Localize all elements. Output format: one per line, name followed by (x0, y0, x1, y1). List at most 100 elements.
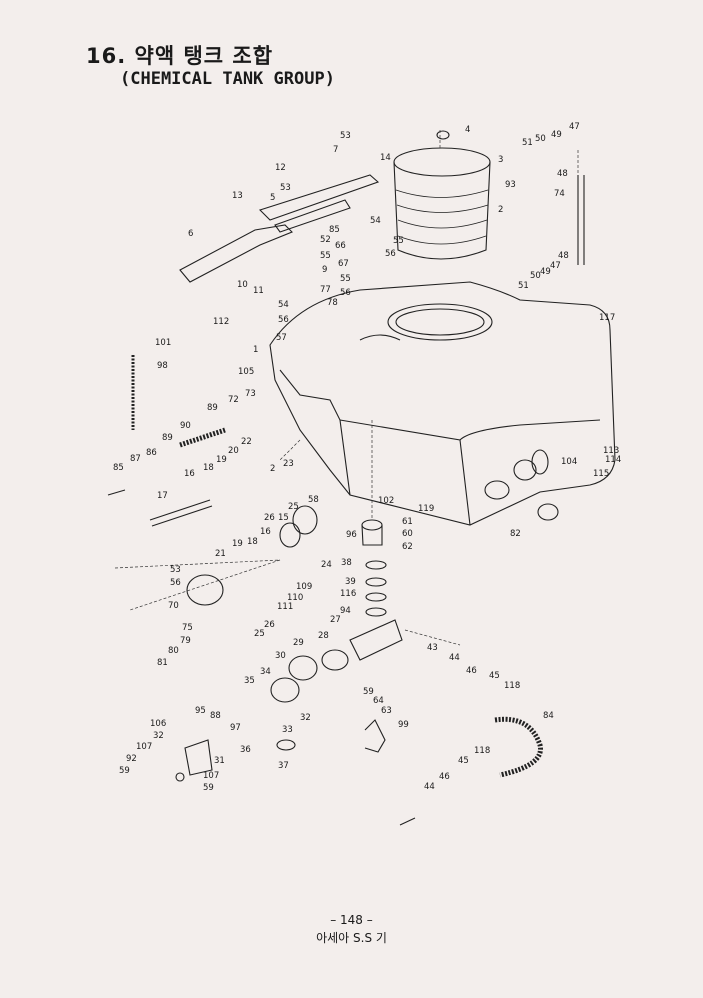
pipe-74 (577, 175, 585, 265)
part-callout-67: 67 (338, 259, 349, 269)
part-callout-106: 106 (150, 719, 166, 729)
bracket-rail (179, 224, 293, 283)
part-callout-32b: 32 (153, 731, 164, 741)
part-callout-50b: 50 (530, 271, 541, 281)
part-callout-117: 117 (599, 313, 615, 323)
part-callout-23: 23 (283, 459, 294, 469)
part-callout-78: 78 (327, 298, 338, 308)
part-callout-94: 94 (340, 606, 351, 616)
part-callout-55c: 55 (340, 274, 351, 284)
part-callout-114: 114 (605, 455, 621, 465)
part-callout-25b: 25 (254, 629, 265, 639)
part-callout-59b: 59 (119, 766, 130, 776)
part-callout-101: 101 (155, 338, 171, 348)
part-callout-18a: 18 (203, 463, 214, 473)
part-callout-84: 84 (543, 711, 554, 721)
part-callout-44b: 44 (424, 782, 435, 792)
part-callout-26b: 26 (264, 620, 275, 630)
part-callout-29: 29 (293, 638, 304, 648)
part-callout-118a: 118 (504, 681, 520, 691)
part-callout-109: 109 (296, 582, 312, 592)
part-callout-2b: 2 (270, 464, 275, 474)
part-callout-47b: 47 (550, 261, 561, 271)
part-callout-89b: 89 (162, 433, 173, 443)
part-callout-77: 77 (320, 285, 331, 295)
part-callout-47a: 47 (569, 122, 580, 132)
part-callout-54b: 54 (278, 300, 289, 310)
chemical-tank-body (269, 281, 616, 526)
part-callout-38: 38 (341, 558, 352, 568)
part-callout-72: 72 (228, 395, 239, 405)
part-callout-14: 14 (380, 153, 391, 163)
part-callout-92: 92 (126, 754, 137, 764)
part-callout-113: 113 (603, 446, 619, 456)
part-callout-107a: 107 (136, 742, 152, 752)
part-callout-119: 119 (418, 504, 434, 514)
part-callout-93: 93 (505, 180, 516, 190)
part-callout-96: 96 (346, 530, 357, 540)
part-callout-24: 24 (321, 560, 332, 570)
part-callout-53b: 53 (280, 183, 291, 193)
part-callout-55b: 55 (320, 251, 331, 261)
part-callout-44a: 44 (449, 653, 460, 663)
part-callout-88: 88 (210, 711, 221, 721)
part-callout-33: 33 (282, 725, 293, 735)
part-callout-56d: 56 (170, 578, 181, 588)
part-callout-35: 35 (244, 676, 255, 686)
cover-70 (186, 574, 224, 606)
part-callout-51b: 51 (518, 281, 529, 291)
part-callout-56c: 56 (278, 315, 289, 325)
part-callout-99: 99 (398, 720, 409, 730)
part-callout-36: 36 (240, 745, 251, 755)
part-callout-26a: 26 (264, 513, 275, 523)
part-callout-59a: 59 (363, 687, 374, 697)
part-callout-104: 104 (561, 457, 577, 467)
brand-footer: 아세아 S.S 기 (316, 931, 387, 945)
part-callout-64: 64 (373, 696, 384, 706)
part-callout-34: 34 (260, 667, 271, 677)
part-callout-70: 70 (168, 601, 179, 611)
part-callout-19b: 19 (232, 539, 243, 549)
part-callout-49a: 49 (551, 130, 562, 140)
part-callout-116: 116 (340, 589, 356, 599)
part-callout-60: 60 (402, 529, 413, 539)
part-callout-61: 61 (402, 517, 413, 527)
part-callout-39: 39 (345, 577, 356, 587)
part-callout-95: 95 (195, 706, 206, 716)
part-callout-19a: 19 (216, 455, 227, 465)
part-callout-98: 98 (157, 361, 168, 371)
part-callout-75: 75 (182, 623, 193, 633)
cap-82 (537, 503, 559, 521)
part-callout-79: 79 (180, 636, 191, 646)
part-callout-56a: 56 (385, 249, 396, 259)
part-callout-54a: 54 (370, 216, 381, 226)
part-callout-111: 111 (277, 602, 293, 612)
part-callout-52: 52 (320, 235, 331, 245)
part-callout-46b: 46 (439, 772, 450, 782)
part-callout-48b: 48 (558, 251, 569, 261)
pump-body-27 (349, 619, 403, 661)
part-callout-20: 20 (228, 446, 239, 456)
page-number: – 148 – (330, 913, 373, 927)
part-callout-17: 17 (157, 491, 168, 501)
part-callout-9: 9 (322, 265, 327, 275)
part-callout-12: 12 (275, 163, 286, 173)
part-callout-59c: 59 (203, 783, 214, 793)
part-callout-112: 112 (213, 317, 229, 327)
part-callout-107b: 107 (203, 771, 219, 781)
part-callout-53a: 53 (340, 131, 351, 141)
tank-fill-opening (387, 303, 493, 341)
hose-84 (494, 716, 543, 778)
part-callout-28: 28 (318, 631, 329, 641)
part-callout-115: 115 (593, 469, 609, 479)
part-callout-66: 66 (335, 241, 346, 251)
strainer-basket-top (393, 147, 491, 177)
part-callout-5: 5 (270, 193, 275, 203)
part-callout-50a: 50 (535, 134, 546, 144)
part-callout-53c: 53 (170, 565, 181, 575)
part-callout-74: 74 (554, 189, 565, 199)
part-callout-1: 1 (253, 345, 258, 355)
part-callout-49b: 49 (540, 267, 551, 277)
